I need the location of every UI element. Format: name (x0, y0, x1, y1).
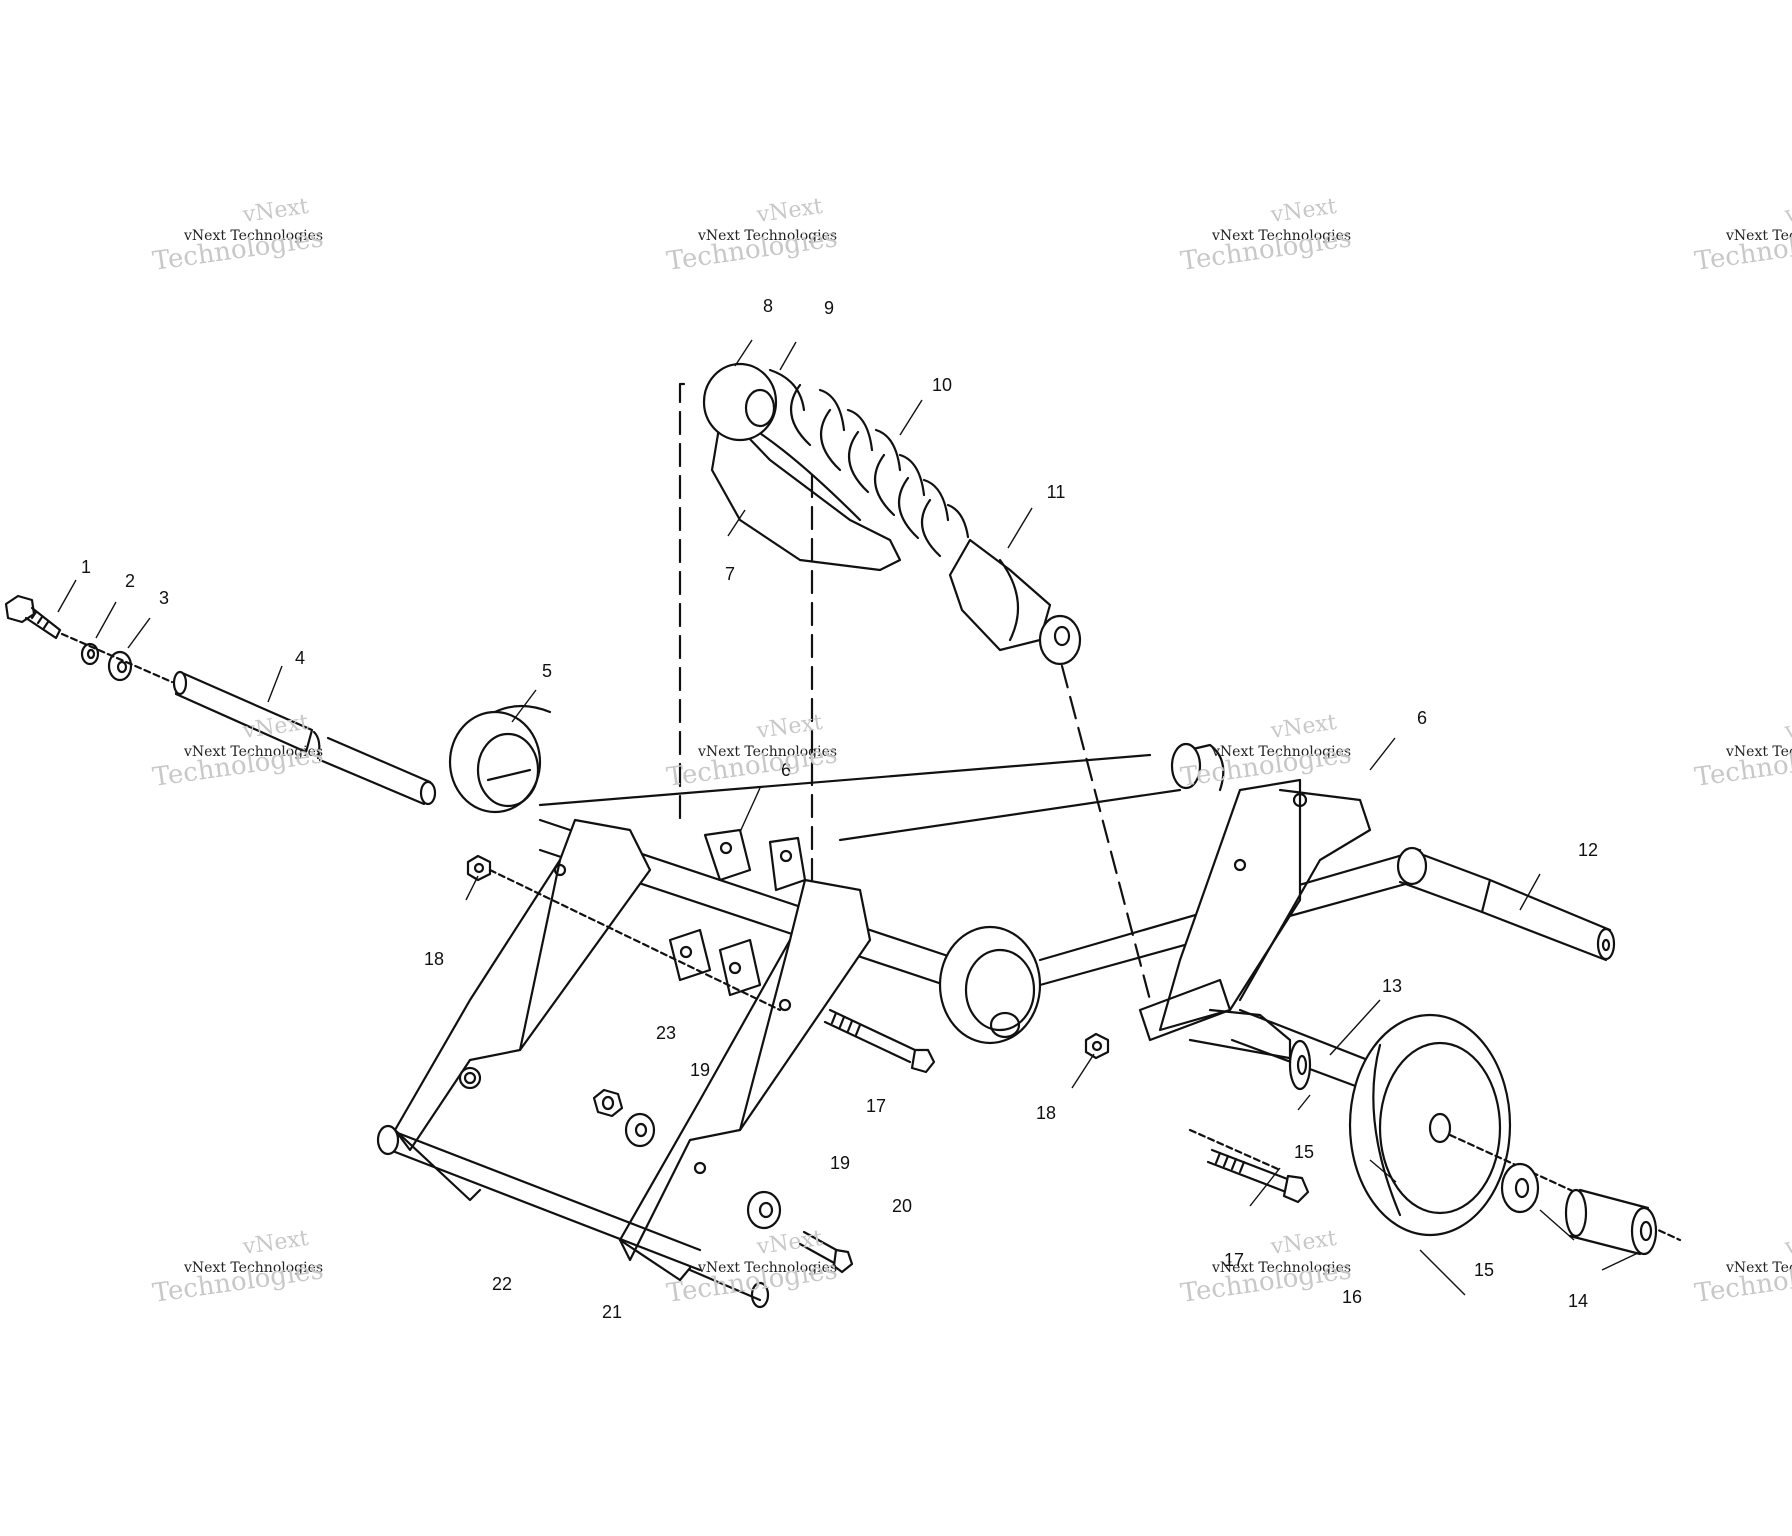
bolt-part-17-right (1206, 1148, 1310, 1204)
svg-text:vNext: vNext (754, 710, 824, 744)
callout-18-left: 18 (424, 949, 444, 969)
svg-text:vNext Technologies: vNext Technologies (183, 1260, 323, 1276)
leader-lines (57, 339, 1641, 1296)
watermark: vNext vNext Technologies Technologies (1693, 710, 1792, 793)
callout-13: 13 (1382, 976, 1402, 996)
callout-2: 2 (125, 571, 135, 591)
callout-17-left: 17 (866, 1096, 886, 1116)
callout-19-bottom: 19 (830, 1153, 850, 1173)
front-arm-frame (448, 704, 1616, 1127)
callout-16: 16 (1342, 1287, 1362, 1307)
svg-text:vNext Technologies: vNext Technologies (1211, 744, 1351, 760)
callout-8: 8 (763, 296, 773, 316)
watermark: vNext vNext Technologies Technologies (665, 194, 840, 277)
svg-text:vNext: vNext (754, 1226, 824, 1260)
nut-part-23 (592, 1088, 624, 1118)
svg-text:vNext Technologies: vNext Technologies (183, 744, 323, 760)
svg-text:vNext Technologies: vNext Technologies (1211, 228, 1351, 244)
svg-text:vNext Technologies: vNext Technologies (697, 744, 837, 760)
svg-text:vNext Technologies: vNext Technologies (697, 228, 837, 244)
svg-text:vNext: vNext (240, 194, 310, 228)
washer-part-19-bottom (746, 1190, 782, 1230)
spacer-part-14 (1564, 1188, 1658, 1256)
nut-part-18-left (466, 854, 492, 882)
callout-14: 14 (1568, 1291, 1588, 1311)
callout-10: 10 (932, 375, 952, 395)
svg-text:vNext: vNext (1782, 1226, 1792, 1260)
svg-text:vNext: vNext (754, 194, 824, 228)
rail-arm-plates (376, 818, 872, 1309)
callout-15-top: 15 (1294, 1142, 1314, 1162)
washer-part-3 (107, 650, 133, 682)
svg-text:vNext Technologies: vNext Technologies (697, 1260, 837, 1276)
callout-9: 9 (824, 298, 834, 318)
watermark: vNext vNext Technologies Technologies (1179, 710, 1354, 793)
callout-17-right: 17 (1224, 1250, 1244, 1270)
callout-18-right: 18 (1036, 1103, 1056, 1123)
watermark: vNext vNext Technologies Technologies (1693, 194, 1792, 277)
callout-12: 12 (1578, 840, 1598, 860)
callout-labels: 1 2 3 4 5 6 6 7 8 9 10 11 12 13 14 15 15… (81, 296, 1598, 1322)
dashed-guide-left (678, 382, 686, 822)
svg-text:vNext: vNext (1268, 194, 1338, 228)
svg-text:vNext Technologies: vNext Technologies (1725, 228, 1792, 244)
svg-text:vNext: vNext (1268, 710, 1338, 744)
washer-part-13 (1288, 1039, 1312, 1091)
callout-21: 21 (602, 1302, 622, 1322)
watermark: vNext vNext Technologies Technologies (151, 194, 326, 277)
shock-absorber (702, 362, 1082, 666)
callout-20: 20 (892, 1196, 912, 1216)
washer-part-19-top (624, 1112, 656, 1148)
callout-11: 11 (1047, 482, 1066, 502)
callout-1: 1 (81, 557, 91, 577)
bolt-part-20 (798, 1230, 854, 1274)
axis-line (1188, 1128, 1282, 1172)
svg-text:vNext Technologies: vNext Technologies (1725, 1260, 1792, 1276)
callout-5: 5 (542, 661, 552, 681)
svg-text:vNext: vNext (240, 1226, 310, 1260)
callout-23: 23 (656, 1023, 676, 1043)
dashed-guide-shock (1060, 664, 1152, 1002)
svg-text:vNext Technologies: vNext Technologies (1725, 744, 1792, 760)
axis-line (488, 868, 782, 1012)
callout-3: 3 (159, 588, 169, 608)
watermark: vNext vNext Technologies Technologies (1179, 1226, 1354, 1309)
axis-line (60, 632, 174, 684)
watermark: vNext vNext Technologies Technologies (151, 1226, 326, 1309)
callout-6-center: 6 (781, 760, 791, 780)
callout-15-bottom: 15 (1474, 1260, 1494, 1280)
center-brackets (668, 828, 807, 997)
watermark: vNext vNext Technologies Technologies (1179, 194, 1354, 277)
tube-part-4 (172, 670, 437, 806)
nut-part-18-right (1084, 1032, 1110, 1060)
callout-7: 7 (725, 564, 735, 584)
watermark: vNext vNext Technologies Technologies (1693, 1226, 1792, 1309)
callout-6-right: 6 (1417, 708, 1427, 728)
svg-text:vNext: vNext (1782, 194, 1792, 228)
callout-19-top: 19 (690, 1060, 710, 1080)
svg-text:vNext Technologies: vNext Technologies (183, 228, 323, 244)
callout-22: 22 (492, 1274, 512, 1294)
bolt-part-17-left (823, 1008, 936, 1074)
callout-4: 4 (295, 648, 305, 668)
idler-wheel-part-16 (1348, 1013, 1512, 1237)
svg-text:vNext: vNext (1268, 1226, 1338, 1260)
watermark: vNext vNext Technologies Technologies (665, 710, 840, 793)
svg-text:vNext: vNext (1782, 710, 1792, 744)
svg-text:vNext Technologies: vNext Technologies (1211, 1260, 1351, 1276)
bolt-part-1 (4, 594, 62, 640)
washer-part-15 (1500, 1162, 1540, 1214)
